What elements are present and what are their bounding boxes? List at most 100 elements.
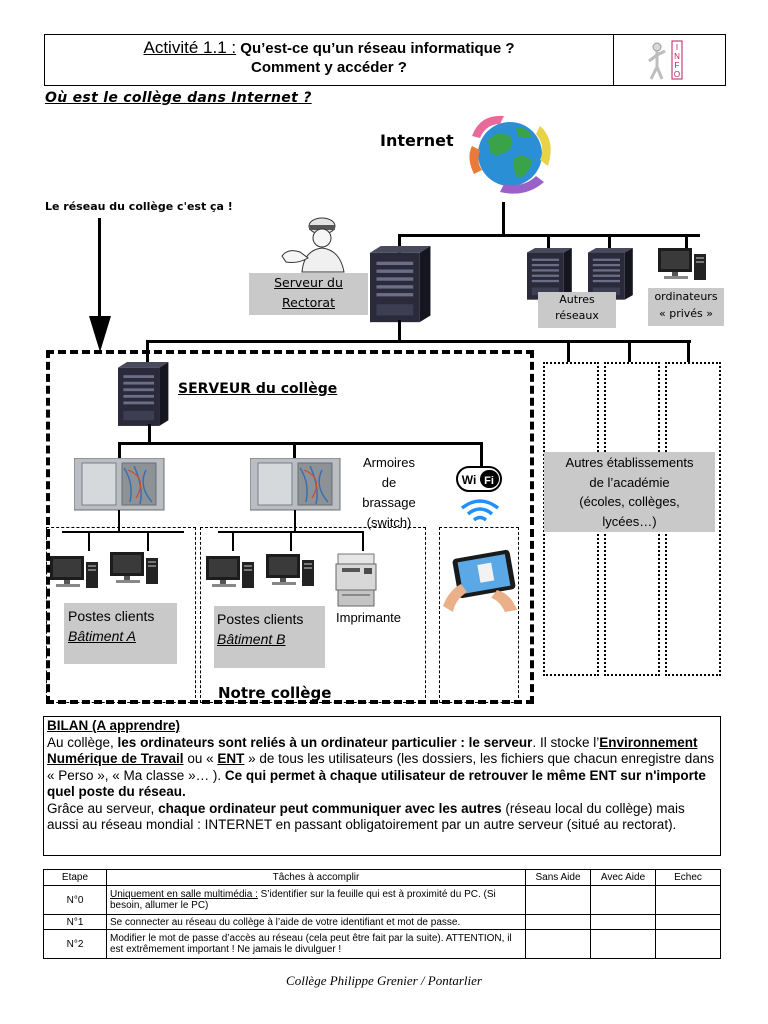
bilan-paragraph-1: Au collège, les ordinateurs sont reliés …: [47, 734, 715, 800]
column-header: Echec: [655, 869, 721, 886]
switch-a-link: [118, 442, 121, 458]
college-server-label: SERVEUR du collège: [178, 381, 338, 397]
server-admin-icon: [281, 217, 345, 273]
academy-link: [146, 340, 691, 343]
step-number: N°0: [43, 885, 107, 915]
wifi-link: [480, 442, 483, 466]
svg-text:N: N: [674, 52, 680, 61]
client-pc-icon: [50, 556, 98, 588]
step-number: N°2: [43, 929, 107, 959]
activity-title-cell: Activité 1.1 : Qu’est-ce qu’un réseau in…: [45, 35, 614, 85]
avec-aide-cell[interactable]: [590, 914, 656, 930]
pc-a2-link: [147, 531, 149, 551]
college-uplink: [398, 320, 401, 342]
patch-cabinet-icon: [250, 458, 341, 511]
avec-aide-cell[interactable]: [590, 929, 656, 959]
rectorat-server-icon: [370, 246, 431, 323]
school-link-3: [687, 340, 690, 362]
school-link-1: [567, 340, 570, 362]
section-heading: Où est le collège dans Internet ?: [45, 90, 312, 106]
column-header: Etape: [43, 869, 107, 886]
switch-b-link: [293, 442, 296, 458]
building-b-frame: [200, 527, 426, 703]
printer-label: Imprimante: [336, 610, 402, 625]
globe-icon: [469, 115, 551, 194]
internet-label: Internet: [380, 131, 454, 150]
wifi-frame: [439, 527, 519, 703]
private-computers-box: ordinateurs« privés »: [648, 288, 724, 326]
clients-a-box: Postes clients Bâtiment A: [64, 603, 177, 664]
client-pc-icon: [206, 556, 254, 588]
info-logo-icon: I N F O: [648, 40, 683, 80]
step-task: Uniquement en salle multimédia : S’ident…: [106, 885, 526, 915]
college-network-label: Le réseau du collège c'est ça !: [45, 200, 233, 213]
activity-title: Qu’est-ce qu’un réseau informatique ?: [240, 40, 515, 57]
sans-aide-cell[interactable]: [525, 885, 591, 915]
college-server-icon: [118, 362, 169, 426]
echec-cell[interactable]: [655, 914, 721, 930]
client-pc-icon: [110, 552, 158, 584]
activity-header: Activité 1.1 : Qu’est-ce qu’un réseau in…: [44, 34, 726, 86]
logo-letter: I: [676, 43, 678, 52]
server-downlink: [148, 424, 151, 444]
our-college-label: Notre collège: [218, 684, 332, 702]
step-number: N°1: [43, 914, 107, 930]
bilan-paragraph-2: Grâce au serveur, chaque ordinateur peut…: [47, 800, 685, 833]
other-network-link-1: [547, 234, 550, 252]
building-a-label: Bâtiment A: [68, 628, 136, 644]
private-pc-link: [685, 234, 688, 252]
echec-cell[interactable]: [655, 885, 721, 915]
table-header-row: Etape Tâches à accomplir Sans Aide Avec …: [43, 869, 721, 886]
pc-b2-link: [290, 531, 292, 551]
sans-aide-cell[interactable]: [525, 929, 591, 959]
echec-cell[interactable]: [655, 929, 721, 959]
activity-label: Activité 1.1 :: [143, 38, 237, 57]
tasks-table: Etape Tâches à accomplir Sans Aide Avec …: [43, 869, 721, 959]
pc-b1-link: [232, 531, 234, 551]
clients-b-label: Postes clients: [217, 611, 304, 627]
pointer-arrow-shaft: [98, 218, 101, 318]
switch-a-drop: [118, 510, 120, 532]
step-task: Se connecter au réseau du collège à l’ai…: [106, 914, 526, 930]
svg-text:F: F: [675, 61, 680, 70]
activity-subtitle: Comment y accéder ?: [251, 59, 407, 76]
building-b-label: Bâtiment B: [217, 631, 286, 647]
rectorat-link: [398, 234, 401, 256]
school-link-2: [628, 340, 631, 362]
wifi-logo-icon: Wi Fi: [456, 466, 502, 492]
client-pc-icon: [266, 554, 314, 586]
column-header: Sans Aide: [525, 869, 591, 886]
footer: Collège Philippe Grenier / Pontarlier: [286, 973, 482, 988]
sans-aide-cell[interactable]: [525, 914, 591, 930]
other-network-link-2: [608, 234, 611, 252]
avec-aide-cell[interactable]: [590, 885, 656, 915]
svg-text:O: O: [674, 70, 680, 79]
switch-b-drop: [294, 510, 296, 532]
bilan-title: BILAN (A apprendre): [47, 718, 181, 733]
table-row: N°1 Se connecter au réseau du collège à …: [43, 914, 721, 930]
column-header: Avec Aide: [590, 869, 656, 886]
internet-link: [502, 202, 505, 236]
printer-icon: [335, 553, 377, 607]
printer-link: [362, 531, 364, 551]
bilan-box: BILAN (A apprendre) Au collège, les ordi…: [43, 716, 721, 856]
internal-backbone: [118, 442, 482, 445]
svg-text:Wi: Wi: [462, 473, 477, 487]
pc-a1-link: [88, 531, 90, 551]
private-computer-icon: [658, 248, 706, 280]
wifi-signal-icon: [460, 499, 500, 522]
building-a-bus: [62, 531, 184, 533]
arrow-down-icon: [89, 316, 111, 352]
svg-text:Fi: Fi: [484, 475, 494, 487]
column-header: Tâches à accomplir: [106, 869, 526, 886]
table-row: N°0 Uniquement en salle multimédia : S’i…: [43, 885, 721, 915]
clients-b-box: Postes clients Bâtiment B: [214, 606, 325, 668]
activity-title-line: Activité 1.1 : Qu’est-ce qu’un réseau in…: [45, 38, 613, 58]
